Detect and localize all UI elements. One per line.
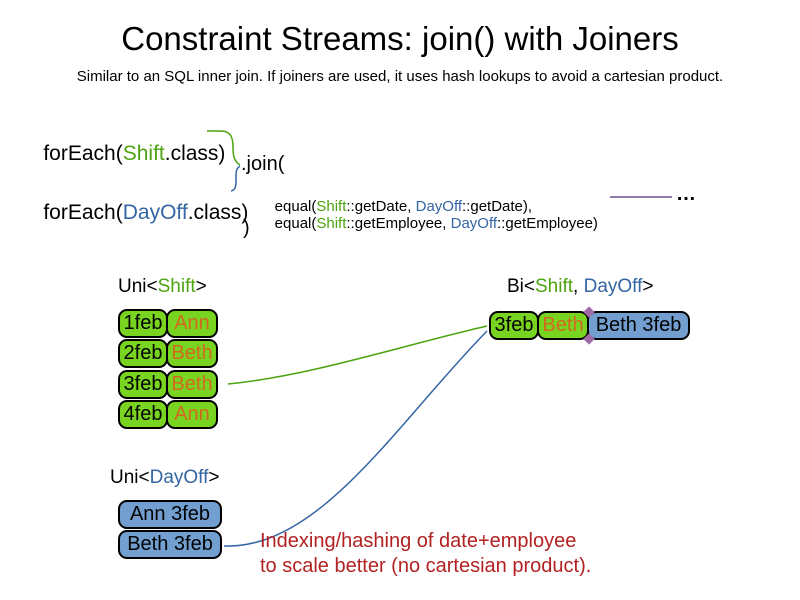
label-text: Bi<: [507, 276, 535, 297]
code-foreach-shift: forEach(Shift.class): [20, 118, 225, 190]
shift-row-employee: Beth: [166, 339, 218, 368]
code-text: ::getDate,: [346, 198, 416, 215]
page-subtitle: Similar to an SQL inner join. If joiners…: [76, 68, 724, 85]
page-title: Constraint Streams: join() with Joiners: [121, 20, 679, 57]
uni-shift-label: Uni<Shift>: [118, 276, 207, 298]
code-text: forEach(: [43, 142, 123, 165]
shift-row-date: 4feb: [118, 400, 168, 429]
note-line-2: to scale better (no cartesian product).: [260, 555, 592, 577]
label-text: Uni<: [110, 467, 150, 488]
shift-row-date: 2feb: [118, 339, 168, 368]
bi-row-dayoff: Beth 3feb: [587, 311, 690, 340]
label-text: >: [642, 276, 654, 297]
shift-row-employee: Ann: [166, 400, 218, 429]
shift-class-name: Shift: [316, 215, 347, 232]
label-text: Uni<: [118, 276, 158, 297]
dayoff-class-name: DayOff: [583, 276, 643, 297]
shift-row-date: 3feb: [118, 370, 168, 399]
shift-row-date: 1feb: [118, 309, 168, 338]
label-text: >: [208, 467, 220, 488]
code-text: .class): [164, 142, 226, 165]
code-text: equal(: [274, 198, 317, 215]
dayoff-row: Ann 3feb: [118, 500, 222, 529]
shift-class-name: Shift: [316, 198, 347, 215]
code-joiner-date: equal(Shift::getDate, DayOff::getDate),: [258, 181, 532, 232]
shift-class-name: Shift: [157, 276, 196, 297]
shift-class-name: Shift: [535, 276, 574, 297]
shift-class-name: Shift: [122, 142, 165, 165]
shift-to-bi-curve: [227, 325, 488, 385]
dayoff-to-bi-curve: [223, 330, 488, 547]
shift-row-employee: Beth: [166, 370, 218, 399]
more-joiners-ellipsis: …: [676, 183, 698, 205]
dayoff-class-name: DayOff: [149, 467, 209, 488]
code-text: equal(: [274, 215, 317, 232]
uni-dayoff-label: Uni<DayOff>: [110, 467, 220, 489]
dayoff-class-name: DayOff: [122, 201, 188, 224]
code-text: .class): [187, 201, 249, 224]
code-join-close: ): [243, 217, 250, 239]
bi-stream-label: Bi<Shift, DayOff>: [507, 276, 653, 298]
code-text: ::getDate),: [462, 198, 533, 215]
note-line-1: Indexing/hashing of date+employee: [260, 530, 577, 552]
label-text: >: [195, 276, 207, 297]
dayoff-row: Beth 3feb: [118, 530, 222, 559]
code-text: ::getEmployee): [497, 215, 598, 232]
bi-row-date: 3feb: [489, 311, 539, 340]
shift-row-employee: Ann: [166, 309, 218, 338]
code-join-open: .join(: [241, 153, 285, 175]
code-foreach-dayoff: forEach(DayOff.class): [20, 177, 248, 249]
bi-row-employee: Beth: [537, 311, 589, 340]
code-joiner-employee: equal(Shift::getEmployee, DayOff::getEmp…: [258, 198, 598, 249]
code-text: ::getEmployee,: [346, 215, 451, 232]
dayoff-class-name: DayOff: [415, 198, 463, 215]
dayoff-class-name: DayOff: [450, 215, 498, 232]
code-text: forEach(: [43, 201, 123, 224]
label-text: ,: [573, 276, 584, 297]
